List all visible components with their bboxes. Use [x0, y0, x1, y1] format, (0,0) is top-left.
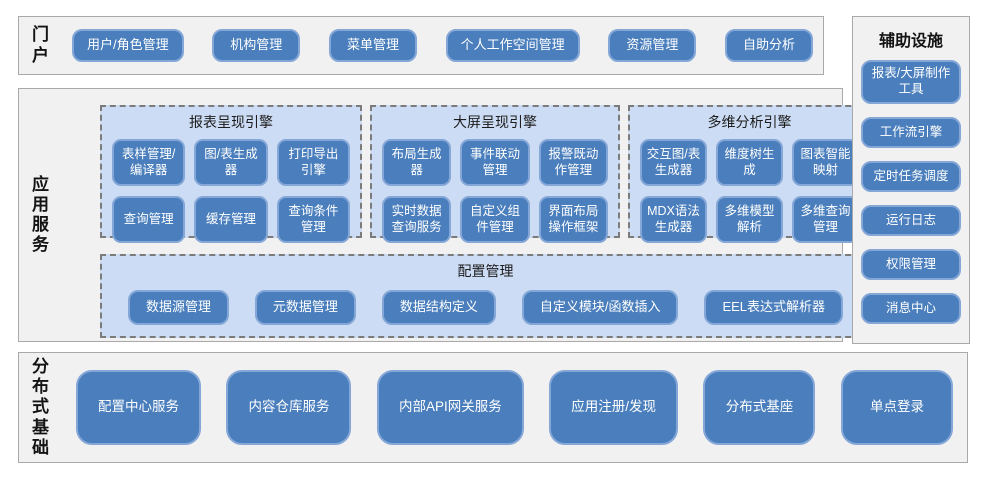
engine-grid: 交互图/表生成器 维度树生成 图表智能映射 MDX语法生成器 多维模型解析 多维… [630, 132, 869, 243]
aux-item-message-center[interactable]: 消息中心 [861, 293, 961, 324]
aux-item-workflow[interactable]: 工作流引擎 [861, 117, 961, 148]
engine-box-olap: 多维分析引擎 交互图/表生成器 维度树生成 图表智能映射 MDX语法生成器 多维… [628, 105, 871, 243]
engine-title: 报表呈现引擎 [189, 114, 273, 130]
engine-grid: 表样管理/编译器 图/表生成器 打印导出引擎 查询管理 缓存管理 查询条件管理 [102, 132, 360, 243]
engine-item-button[interactable]: 查询管理 [112, 196, 186, 243]
section-app-services: 应用服务 报表呈现引擎 表样管理/编译器 图/表生成器 打印导出引擎 查询管理 … [18, 88, 871, 342]
distributed-item-api-gateway[interactable]: 内部API网关服务 [376, 370, 524, 445]
engine-item-button[interactable]: 表样管理/编译器 [112, 139, 186, 186]
engine-item-button[interactable]: 实时数据查询服务 [382, 196, 452, 243]
portal-item-workspace[interactable]: 个人工作空间管理 [445, 29, 580, 62]
engine-item-button[interactable]: 查询条件管理 [276, 196, 350, 243]
portal-item-selfservice[interactable]: 自助分析 [725, 29, 813, 62]
engine-box-dashboard: 大屏呈现引擎 布局生成器 事件联动管理 报警既动作管理 实时数据查询服务 自定义… [370, 105, 620, 243]
engine-grid: 布局生成器 事件联动管理 报警既动作管理 实时数据查询服务 自定义组件管理 界面… [372, 132, 618, 243]
aux-item-run-log[interactable]: 运行日志 [861, 205, 961, 236]
app-services-label: 应用服务 [32, 174, 49, 255]
aux-item-report-tools[interactable]: 报表/大屏制作工具 [861, 60, 961, 104]
config-title: 配置管理 [457, 263, 514, 279]
engine-title: 大屏呈现引擎 [453, 114, 537, 130]
engine-item-button[interactable]: 事件联动管理 [460, 139, 530, 186]
config-item-button[interactable]: 自定义模块/函数插入 [521, 290, 679, 325]
engine-item-button[interactable]: 多维模型解析 [716, 196, 783, 243]
engine-item-button[interactable]: 多维查询管理 [792, 196, 859, 243]
aux-item-permission[interactable]: 权限管理 [861, 249, 961, 280]
distributed-item-config-center[interactable]: 配置中心服务 [76, 370, 201, 445]
config-item-button[interactable]: 数据结构定义 [381, 290, 496, 325]
distributed-label: 分布式基础 [32, 357, 49, 457]
engine-item-button[interactable]: 图/表生成器 [194, 139, 268, 186]
engine-item-button[interactable]: 打印导出引擎 [276, 139, 350, 186]
engine-item-button[interactable]: 维度树生成 [716, 139, 783, 186]
config-item-button[interactable]: 元数据管理 [254, 290, 356, 325]
engine-item-button[interactable]: 报警既动作管理 [538, 139, 608, 186]
distributed-item-sso[interactable]: 单点登录 [840, 370, 953, 445]
engine-item-button[interactable]: 界面布局操作框架 [538, 196, 608, 243]
config-box: 配置管理 数据源管理 元数据管理 数据结构定义 自定义模块/函数插入 EEL表达… [100, 254, 871, 338]
engine-item-button[interactable]: MDX语法生成器 [640, 196, 707, 243]
section-portal: 门户 用户/角色管理 机构管理 菜单管理 个人工作空间管理 资源管理 自助分析 [18, 16, 824, 75]
auxiliary-title: 辅助设施 [878, 33, 943, 50]
engine-item-button[interactable]: 交互图/表生成器 [640, 139, 707, 186]
portal-item-resource[interactable]: 资源管理 [608, 29, 697, 62]
section-distributed: 分布式基础 配置中心服务 内容仓库服务 内部API网关服务 应用注册/发现 分布… [18, 352, 968, 463]
distributed-item-app-registry[interactable]: 应用注册/发现 [549, 370, 678, 445]
distributed-button-row: 配置中心服务 内容仓库服务 内部API网关服务 应用注册/发现 分布式基座 单点… [76, 370, 953, 445]
portal-label: 门户 [32, 25, 49, 65]
config-button-row: 数据源管理 元数据管理 数据结构定义 自定义模块/函数插入 EEL表达式解析器 [102, 290, 869, 325]
engine-item-button[interactable]: 布局生成器 [382, 139, 452, 186]
portal-item-user-role[interactable]: 用户/角色管理 [72, 29, 184, 62]
distributed-item-content-repo[interactable]: 内容仓库服务 [226, 370, 352, 445]
engine-title: 多维分析引擎 [707, 114, 792, 130]
engine-item-button[interactable]: 自定义组件管理 [460, 196, 530, 243]
config-item-button[interactable]: EEL表达式解析器 [704, 290, 844, 325]
app-services-body: 报表呈现引擎 表样管理/编译器 图/表生成器 打印导出引擎 查询管理 缓存管理 … [50, 89, 871, 341]
portal-button-row: 用户/角色管理 机构管理 菜单管理 个人工作空间管理 资源管理 自助分析 [72, 29, 813, 62]
engine-box-report: 报表呈现引擎 表样管理/编译器 图/表生成器 打印导出引擎 查询管理 缓存管理 … [100, 105, 362, 243]
distributed-item-base[interactable]: 分布式基座 [703, 370, 816, 445]
aux-item-scheduler[interactable]: 定时任务调度 [861, 161, 961, 192]
portal-item-org[interactable]: 机构管理 [212, 29, 301, 62]
engine-item-button[interactable]: 缓存管理 [194, 196, 268, 243]
config-item-button[interactable]: 数据源管理 [127, 290, 229, 325]
engine-item-button[interactable]: 图表智能映射 [792, 139, 859, 186]
portal-item-menu[interactable]: 菜单管理 [328, 29, 417, 62]
section-auxiliary: 辅助设施 报表/大屏制作工具 工作流引擎 定时任务调度 运行日志 权限管理 消息… [852, 16, 970, 344]
